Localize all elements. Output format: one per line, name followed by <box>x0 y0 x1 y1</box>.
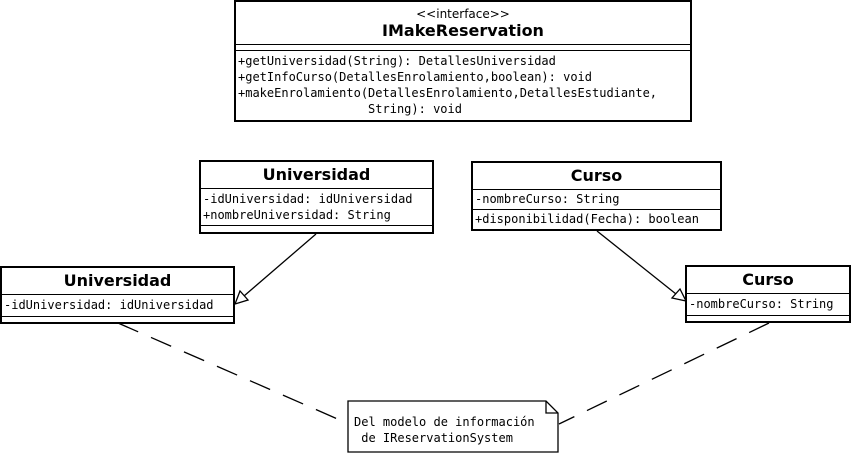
class-curso-main: Curso -nombreCurso: String +disponibilid… <box>471 161 722 231</box>
note-fold <box>545 401 558 414</box>
class-curso-main-name: Curso <box>570 166 623 185</box>
class-universidad-main-operations <box>201 225 432 232</box>
class-curso-sub-name: Curso <box>742 270 794 289</box>
interface-operation: +getUniversidad(String): DetallesUnivers… <box>238 54 556 68</box>
class-universidad-main-name: Universidad <box>262 165 371 184</box>
interface-name: IMakeReservation <box>382 21 544 40</box>
note-shape <box>347 400 559 453</box>
class-operation: +disponibilidad(Fecha): boolean <box>475 212 699 226</box>
interface-attributes-section <box>236 44 690 50</box>
class-curso-sub-attributes: -nombreCurso: String <box>687 293 849 315</box>
note-link-universidad <box>117 322 350 425</box>
class-curso-main-operations: +disponibilidad(Fecha): boolean <box>473 209 720 227</box>
generalization-universidad-line <box>243 233 317 297</box>
class-curso-main-attributes: -nombreCurso: String <box>473 189 720 209</box>
generalization-curso-arrowhead <box>670 287 688 302</box>
class-attribute: +nombreUniversidad: String <box>203 208 391 222</box>
interface-operation: String): void <box>238 102 462 116</box>
class-attribute: -idUniversidad: idUniversidad <box>203 192 413 206</box>
note-line: Del modelo de información <box>354 415 535 429</box>
class-attribute: -nombreCurso: String <box>689 297 834 311</box>
note-link-curso <box>558 322 770 425</box>
note-text: Del modelo de información de IReservatio… <box>354 414 554 446</box>
generalization-curso-line <box>596 230 677 295</box>
interface-stereotype: <<interface>> <box>416 7 510 21</box>
generalization-universidad-arrowhead <box>233 289 250 306</box>
interface-imakereservation: <<interface>> IMakeReservation +getUnive… <box>234 0 692 122</box>
class-attribute: -nombreCurso: String <box>475 192 620 206</box>
class-curso-sub: Curso -nombreCurso: String <box>685 265 851 323</box>
class-curso-sub-operations <box>687 315 849 322</box>
class-universidad-main: Universidad -idUniversidad: idUniversida… <box>199 160 434 234</box>
class-universidad-sub-operations <box>2 316 233 323</box>
class-universidad-sub-attributes: -idUniversidad: idUniversidad <box>2 294 233 316</box>
interface-operations-section: +getUniversidad(String): DetallesUnivers… <box>236 50 690 117</box>
interface-operation: +getInfoCurso(DetallesEnrolamiento,boole… <box>238 70 593 84</box>
interface-operation: +makeEnrolamiento(DetallesEnrolamiento,D… <box>238 86 658 100</box>
class-universidad-sub-name: Universidad <box>63 271 172 290</box>
class-attribute: -idUniversidad: idUniversidad <box>4 298 214 312</box>
class-universidad-sub: Universidad -idUniversidad: idUniversida… <box>0 266 235 324</box>
note-line: de IReservationSystem <box>354 431 513 445</box>
class-universidad-main-attributes: -idUniversidad: idUniversidad +nombreUni… <box>201 188 432 225</box>
